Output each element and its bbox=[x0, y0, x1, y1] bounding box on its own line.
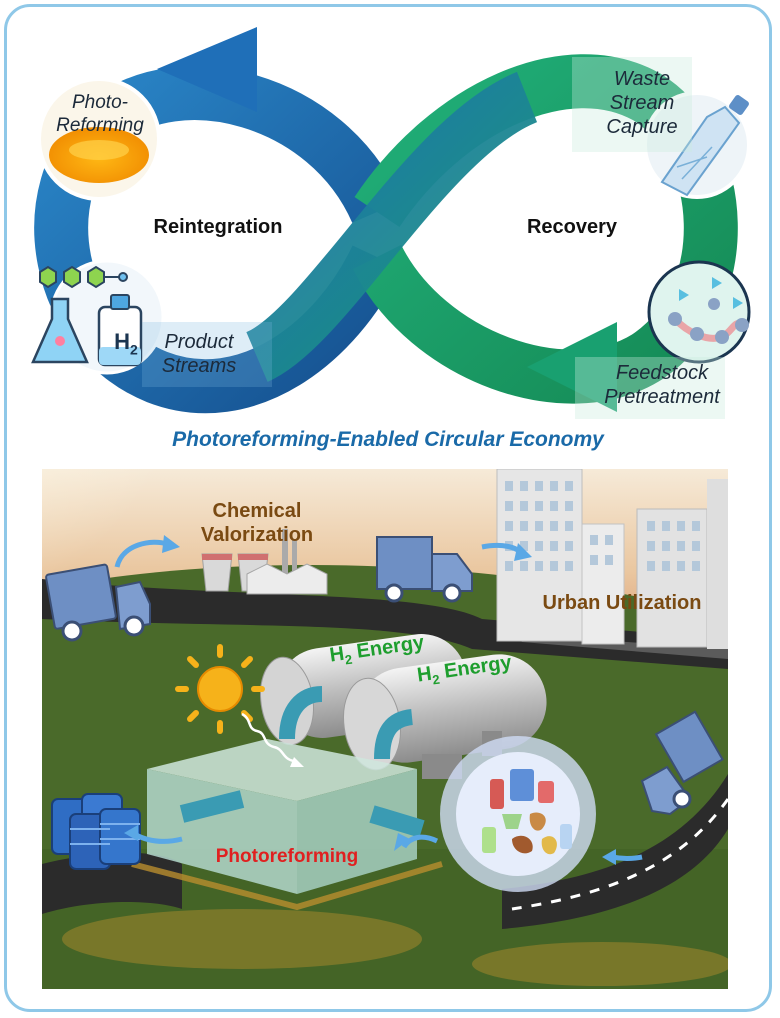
photo-reforming-line-1: Photo- bbox=[72, 92, 128, 113]
infinity-loop bbox=[31, 27, 751, 419]
waste-feed-icon bbox=[440, 736, 596, 892]
plastic-bottle-icon bbox=[643, 91, 751, 199]
arrow-from-truck bbox=[611, 854, 643, 861]
truck-right-icon bbox=[640, 710, 724, 816]
chemical-valorization-line-2: Valorization bbox=[200, 524, 314, 546]
feedstock-label: Feedstock Pretreatment bbox=[592, 361, 732, 409]
sun-icon bbox=[175, 644, 265, 734]
photo-reforming-icon bbox=[37, 77, 161, 201]
photo-reforming-label: Photo- Reforming bbox=[45, 92, 155, 138]
factory-icon bbox=[201, 529, 328, 595]
h2-symbol: H bbox=[114, 329, 131, 354]
pipe-to-tank-2 bbox=[374, 709, 414, 760]
product-streams-line-1: Product bbox=[164, 331, 234, 353]
waste-capture-label: Waste Stream Capture bbox=[597, 67, 687, 139]
urban-utilization-label: Urban Utilization bbox=[542, 592, 702, 614]
top-left-arrowhead bbox=[157, 27, 257, 112]
pipe-to-tank-1 bbox=[279, 686, 323, 740]
lower-right-road bbox=[502, 774, 728, 929]
feedstock-line-1: Feedstock bbox=[615, 362, 709, 384]
outlet-pipe-left bbox=[179, 790, 245, 823]
chemical-valorization-label: Chemical Valorization bbox=[187, 499, 327, 547]
product-streams-label: Product Streams bbox=[144, 330, 254, 378]
crossover-band bbox=[244, 71, 539, 382]
figure-frame: Reintegration Recovery Photo- Reforming … bbox=[4, 4, 772, 1012]
barrels-icon bbox=[51, 793, 141, 870]
bottom-right-arrowhead bbox=[527, 322, 617, 412]
waste-capture-line-3: Capture bbox=[606, 116, 678, 138]
recovery-label: Recovery bbox=[526, 216, 618, 238]
waste-capture-line-1: Waste bbox=[613, 68, 671, 90]
molecule-pretreatment-icon bbox=[647, 260, 751, 364]
products-icon bbox=[31, 259, 165, 375]
light-wave bbox=[241, 712, 295, 763]
photo-reforming-line-2: Reforming bbox=[56, 114, 144, 136]
waste-capture-line-2: Stream bbox=[609, 92, 675, 114]
chemical-valorization-line-1: Chemical bbox=[212, 500, 302, 522]
circular-economy-panel: Reintegration Recovery Photo- Reforming … bbox=[7, 7, 769, 462]
h2-bottle-label: H2 bbox=[106, 329, 146, 358]
arrow-to-valorization bbox=[114, 539, 168, 568]
feedstock-line-2: Pretreatment bbox=[604, 386, 720, 408]
arrow-to-reactor bbox=[401, 834, 439, 849]
reintegration-label: Reintegration bbox=[153, 216, 283, 238]
h2-subscript: 2 bbox=[130, 341, 138, 358]
photoreforming-label: Photoreforming bbox=[215, 846, 359, 867]
tank-label-1-h: H bbox=[328, 642, 346, 667]
truck-left-icon bbox=[45, 563, 151, 642]
photoreforming-scene: Chemical Valorization Urban Utilization … bbox=[42, 469, 728, 989]
scene-illustration bbox=[42, 469, 728, 989]
photoreactor-tank bbox=[131, 739, 443, 911]
figure-caption: Photoreforming-Enabled Circular Economy bbox=[172, 428, 604, 451]
truck-middle-icon bbox=[376, 536, 473, 603]
upper-road bbox=[42, 579, 728, 669]
outlet-pipe-right bbox=[369, 805, 425, 838]
product-streams-line-2: Streams bbox=[161, 355, 237, 377]
city-buildings bbox=[496, 469, 728, 649]
